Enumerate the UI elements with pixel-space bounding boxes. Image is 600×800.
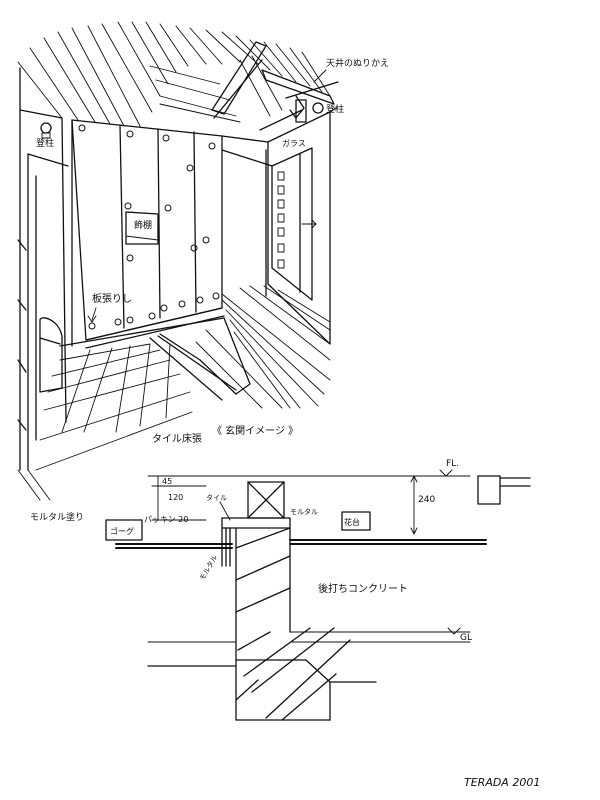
right-cabinet [477,475,531,505]
sill-beam [221,481,291,529]
section-drawing: FL. 240 45 120 パッキン 20 タイル モルタル [105,459,531,721]
back-wall-panels [71,119,225,349]
left-post-label: 登柱 [36,137,54,149]
left-box: ゴーグ [105,519,143,541]
mortar-top-label: モルタル [290,507,318,516]
right-post-label: 登柱 [326,103,344,115]
left-post: 登柱 [36,122,54,149]
foundation [221,527,291,721]
floor-slab-line [115,539,487,549]
right-wall [221,107,337,345]
right-post: 登柱 [295,99,344,123]
gl-line [147,627,471,643]
dim-240-label: 240 [418,495,435,505]
signature: TERADA 2001 [464,776,540,789]
flower-box: 花台 [341,511,371,531]
fl-label: FL. [446,459,459,469]
door-glass-lites [277,171,285,269]
niche-label: 飾棚 [134,219,152,231]
entry-step [59,317,251,401]
flower-box-label: 花台 [344,517,360,527]
footing [147,627,377,721]
dimension-240 [410,475,418,535]
dim-45-label: 45 [162,477,172,486]
gl-label: GL [460,633,472,643]
mortar-finish-label: モルタル塗り [30,511,84,523]
left-dimensions [151,475,207,521]
floor-boards [195,285,331,409]
ceiling-note-label: 天井のぬりかえ [326,57,389,69]
tile-floor [17,343,193,501]
perspective-sketch: 登柱 飾棚 板張りし [17,21,389,523]
dim-120-label: 120 [168,493,183,502]
fl-line [147,469,471,477]
ceiling-boards [17,21,331,127]
door-arrow-icon [301,219,317,229]
concrete-label: 後打ちコンクリート [318,582,408,595]
mortar-side-label: モルタル [197,553,219,582]
tile-label: タイル [206,493,227,502]
wall-niche: 飾棚 [125,211,159,245]
left-box-label: ゴーグ [110,526,134,536]
dim-20-label: パッキン 20 [144,515,188,524]
small-window-label: ガラス [282,138,306,148]
panel-bolts [78,124,220,330]
tile-floor-label: タイル床張 [152,432,202,445]
panel-label: 板張りし [92,292,132,305]
ceiling-note: 天井のぬりかえ [313,57,389,83]
left-wall [17,67,69,471]
ceiling-beam [211,41,339,119]
perspective-caption: 《 玄関イメージ 》 [212,424,298,437]
